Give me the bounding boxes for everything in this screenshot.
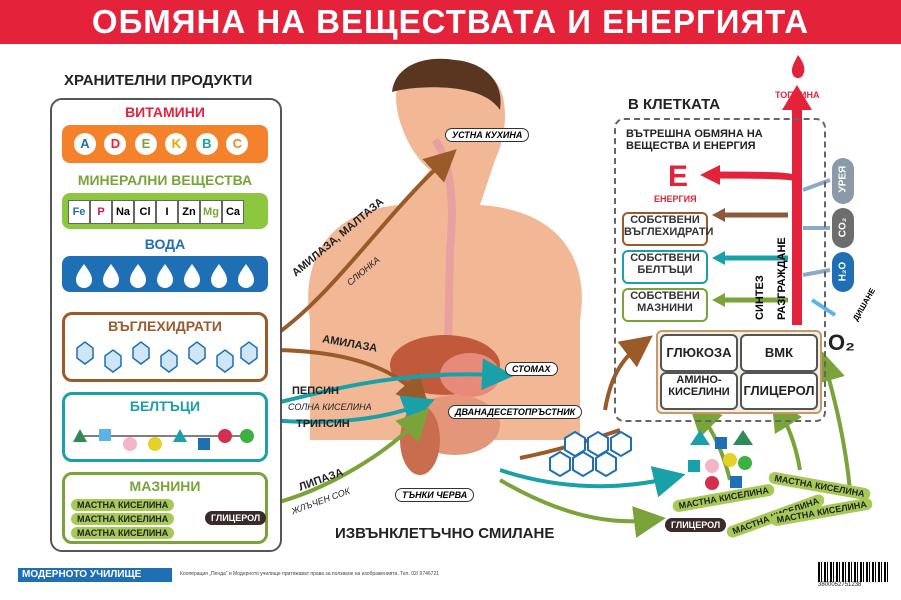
- fats-box: МАЗНИНИ МАСТНА КИСЕЛИНА МАСТНА КИСЕЛИНА …: [62, 472, 268, 544]
- mineral-item: Mg: [200, 200, 222, 224]
- brand-logo: МОДЕРНОТО УЧИЛИЩЕ: [18, 568, 172, 582]
- vitamins-list: A D E K B C: [62, 125, 268, 155]
- glycerol-pill: ГЛИЦЕРОЛ: [205, 511, 267, 525]
- enzyme-trypsin: ТРИПСИН: [296, 418, 350, 430]
- enzyme-pepsin: ПЕПСИН: [292, 385, 339, 397]
- cell-box: [614, 118, 826, 422]
- mineral-item: Zn: [178, 200, 200, 224]
- mineral-item: P: [90, 200, 112, 224]
- proteins-chain-icon: [73, 429, 254, 451]
- carbs-label: ВЪГЛЕХИДРАТИ: [108, 318, 222, 334]
- vmk-box: ВМК: [740, 334, 818, 372]
- own-fats-box: СОБСТВЕНИ МАЗНИНИ: [622, 288, 708, 322]
- mineral-item: I: [156, 200, 178, 224]
- water-drops-icon: [76, 264, 254, 288]
- own-carbs-box: СОБСТВЕНИ ВЪГЛЕХИДРАТИ: [622, 212, 713, 246]
- water-label: ВОДА: [144, 236, 186, 252]
- vitamins-box: A D E K B C: [62, 125, 268, 163]
- glycerol-box: ГЛИЦЕРОЛ: [740, 372, 818, 410]
- food-heading: ХРАНИТЕЛНИ ПРОДУКТИ: [64, 72, 253, 89]
- co2-label: CO₂: [837, 217, 849, 238]
- vitamin-item: E: [134, 133, 157, 155]
- urea-label: УРЕЯ: [837, 165, 849, 193]
- organ-small-intestine: ТЪНКИ ЧЕРВА: [395, 488, 475, 502]
- carbs-chain-icon: [76, 341, 258, 373]
- vitamin-item: D: [104, 133, 127, 155]
- vitamin-item: B: [195, 133, 218, 155]
- vitamin-item: K: [165, 133, 188, 155]
- fatty-acid-pill: МАСТНА КИСЕЛИНА: [71, 499, 175, 511]
- organ-stomach: СТОМАХ: [505, 362, 558, 376]
- heat-label: ТОПЛИНА: [775, 90, 820, 100]
- organ-duodenum: ДВАНАДЕСЕТОПРЪСТНИК: [448, 405, 583, 419]
- mineral-item: Ca: [222, 200, 244, 224]
- fats-label: МАЗНИНИ: [129, 478, 201, 494]
- barcode-number: 3800052751238: [818, 582, 862, 588]
- energy-label: ЕНЕРГИЯ: [654, 194, 697, 204]
- proteins-box: БЕЛТЪЦИ: [62, 392, 268, 462]
- breakdown-label: РАЗГРАЖДАНЕ: [776, 237, 788, 320]
- molecules-grid: ГЛЮКОЗА ВМК АМИНО- КИСЕЛИНИ ГЛИЦЕРОЛ: [656, 330, 822, 414]
- flame-icon: [790, 55, 806, 84]
- fatty-acid-pill: МАСТНА КИСЕЛИНА: [71, 527, 175, 539]
- energy-symbol: E: [668, 160, 689, 193]
- vitamins-label: ВИТАМИНИ: [125, 104, 205, 120]
- fatty-acid-stack: МАСТНА КИСЕЛИНА МАСТНА КИСЕЛИНА МАСТНА К…: [71, 499, 175, 539]
- synthesis-label: СИНТЕЗ: [754, 275, 766, 320]
- water-output-label: H₂O: [837, 261, 849, 282]
- urea-tube: УРЕЯ: [832, 158, 854, 204]
- barcode: [818, 562, 888, 582]
- organ-mouth: УСТНА КУХИНА: [445, 128, 530, 142]
- extracellular-digestion-label: ИЗВЪНКЛЕТЪЧНО СМИЛАНЕ: [335, 525, 555, 542]
- water-box: [62, 256, 268, 292]
- own-proteins-box: СОБСТВЕНИ БЕЛТЪЦИ: [622, 250, 708, 284]
- copyright-note: Кооперация „Пенда“ и Модерното училище п…: [180, 571, 440, 577]
- vitamin-item: A: [74, 133, 96, 155]
- glycerol-pill: ГЛИЦЕРОЛ: [665, 518, 727, 532]
- minerals-label: МИНЕРАЛНИ ВЕЩЕСТВА: [77, 172, 253, 188]
- cell-sub-heading: ВЪТРЕШНА ОБМЯНА НА ВЕЩЕСТВА И ЕНЕРГИЯ: [626, 128, 763, 152]
- mineral-item: Fe: [68, 200, 90, 224]
- co2-tube: CO₂: [832, 208, 854, 248]
- cell-heading: В КЛЕТКАТА: [628, 96, 721, 113]
- amino-acid-shapes: [688, 430, 753, 490]
- vitamin-item: C: [226, 133, 249, 155]
- amino-acids-box: АМИНО- КИСЕЛИНИ: [660, 372, 738, 410]
- water-tube: H₂O: [832, 252, 854, 292]
- enzyme-hcl: СОЛНА КИСЕЛИНА: [288, 402, 372, 412]
- mineral-item: Na: [112, 200, 134, 224]
- page-title: ОБМЯНА НА ВЕЩЕСТВАТА И ЕНЕРГИЯТА: [0, 0, 901, 44]
- proteins-label: БЕЛТЪЦИ: [129, 398, 201, 414]
- oxygen-label: O₂: [828, 330, 855, 355]
- glucose-box: ГЛЮКОЗА: [660, 334, 738, 372]
- carbs-box: ВЪГЛЕХИДРАТИ: [62, 312, 268, 382]
- fatty-acid-pill: МАСТНА КИСЕЛИНА: [71, 513, 175, 525]
- mineral-item: Cl: [134, 200, 156, 224]
